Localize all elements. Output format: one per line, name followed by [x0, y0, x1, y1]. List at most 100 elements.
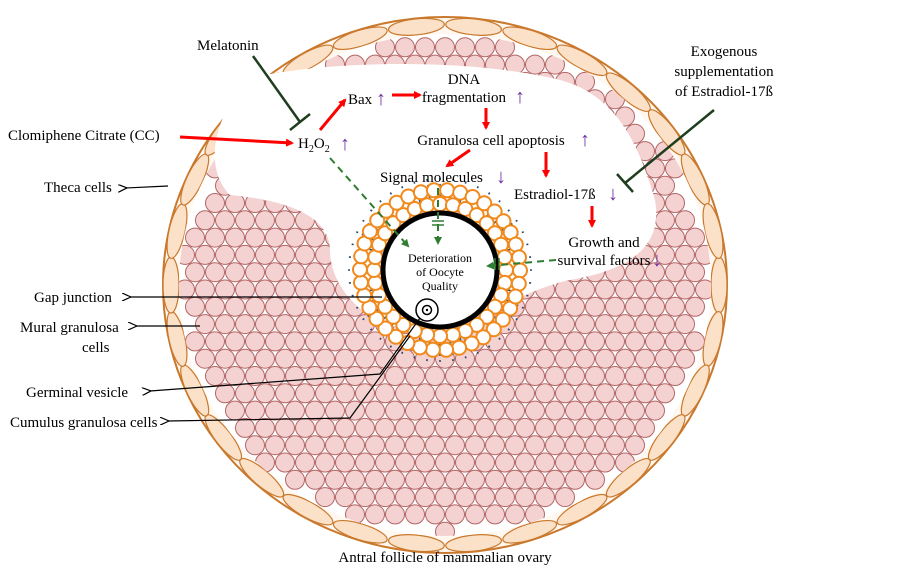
granulosa-cell	[445, 469, 465, 490]
granulosa-cell	[275, 279, 295, 300]
granulosa-cell	[495, 417, 515, 438]
granulosa-cell	[275, 348, 295, 369]
granulosa-cell	[235, 314, 255, 335]
granulosa-cell	[525, 296, 545, 317]
granulosa-cell	[275, 210, 295, 231]
granulosa-cell	[335, 383, 355, 404]
granulosa-cell	[505, 400, 525, 421]
granulosa-cell	[655, 175, 675, 196]
cumulus-cell	[512, 262, 528, 279]
oocyte-text-line1: Deterioration	[408, 251, 472, 265]
granulosa-cell	[405, 504, 425, 525]
granulosa-cell	[365, 331, 385, 352]
cumulus-cell	[412, 184, 429, 201]
granulosa-cell	[225, 262, 245, 283]
granulosa-cell	[195, 244, 215, 265]
granulosa-cell	[465, 504, 485, 525]
granulosa-cell	[475, 348, 495, 369]
granulosa-cell	[315, 452, 335, 473]
granulosa-cell	[185, 331, 205, 352]
granulosa-cell	[665, 193, 685, 213]
granulosa-cell	[695, 279, 711, 300]
granulosa-cell	[655, 244, 675, 265]
granulosa-cell	[575, 383, 595, 404]
granulosa-cell	[505, 435, 525, 456]
granulosa-cell	[595, 383, 615, 404]
granulosa-cell	[315, 348, 335, 369]
granulosa-cell	[485, 435, 505, 456]
granulosa-cell	[405, 366, 425, 386]
granulosa-cell	[665, 262, 685, 283]
granulosa-cell	[335, 417, 355, 438]
cumulus-cell	[494, 311, 511, 328]
granulosa-cell	[675, 279, 695, 300]
granulosa-cell	[465, 400, 485, 421]
granulosa-cell	[585, 366, 605, 386]
granulosa-cell	[455, 417, 475, 438]
granulosa-cell	[245, 227, 265, 248]
granulosa-cell	[285, 262, 305, 283]
granulosa-cell	[495, 383, 515, 404]
granulosa-cell	[255, 314, 275, 335]
granulosa-cell	[345, 331, 365, 352]
germinal-vesicle-pointer	[150, 317, 421, 391]
granulosa-cell	[315, 314, 335, 335]
granulosa-cell	[335, 314, 355, 335]
granulosa-cell	[355, 417, 375, 438]
granulosa-cell	[195, 314, 215, 335]
cumulus-cell	[424, 341, 441, 358]
granulosa-cell	[435, 521, 455, 536]
theca-cell	[710, 256, 728, 314]
bax-up-arrow: ↑	[376, 88, 386, 110]
granulosa-cell	[295, 244, 315, 265]
cumulus-cell	[419, 197, 436, 214]
granulosa-cell	[305, 296, 325, 317]
theca-cell	[445, 534, 503, 553]
granulosa-cell	[685, 262, 705, 283]
granulosa-cell	[535, 417, 555, 438]
granulosa-cell	[495, 452, 515, 473]
granulosa-cell	[625, 296, 645, 317]
granulosa-cell	[595, 279, 615, 300]
granulosa-cell	[475, 487, 495, 508]
granulosa-cell	[405, 435, 425, 456]
granulosa-cell	[575, 348, 595, 369]
granulosa-cell	[565, 366, 585, 386]
germinal-vesicle	[415, 298, 439, 322]
granulosa-cell	[415, 417, 435, 438]
theca-cell	[556, 493, 608, 526]
granulosa-cell	[575, 417, 595, 438]
granulosa-cell	[555, 487, 575, 508]
granulosa-cell	[345, 435, 365, 456]
arrow-apoptosis-to-signal	[445, 148, 471, 168]
granulosa-cell	[235, 383, 255, 404]
granulosa-cell	[585, 469, 605, 490]
mural-granulosa-label-line2: cells	[82, 340, 110, 356]
cumulus-cell	[387, 328, 404, 345]
granulosa-cell	[345, 469, 365, 490]
granulosa-cell	[315, 417, 335, 438]
granulosa-cell	[215, 383, 235, 404]
granulosa-cell	[265, 227, 285, 248]
granulosa-cell	[365, 469, 385, 490]
granulosa-cell	[225, 400, 245, 421]
granulosa-cell	[535, 383, 555, 404]
clomiphene-label: Clomiphene Citrate (CC)	[8, 128, 160, 144]
cumulus-cell	[385, 308, 402, 325]
granulosa-cell	[395, 417, 415, 438]
cumulus-cell	[478, 308, 495, 325]
granulosa-cell	[205, 193, 225, 213]
gap-junction-block-marks	[432, 220, 500, 270]
granulosa-cell	[425, 469, 445, 490]
granulosa-cell	[235, 417, 255, 438]
cumulus-cell	[369, 212, 386, 229]
granulosa-cell	[235, 279, 255, 300]
exogenous-label-line2: supplementation	[674, 64, 774, 80]
granulosa-cell	[225, 296, 245, 317]
granulosa-cell	[405, 469, 425, 490]
granulosa-cell	[675, 210, 695, 231]
granulosa-cell	[225, 331, 245, 352]
granulosa-cell	[505, 469, 525, 490]
granulosa-cell	[605, 400, 625, 421]
